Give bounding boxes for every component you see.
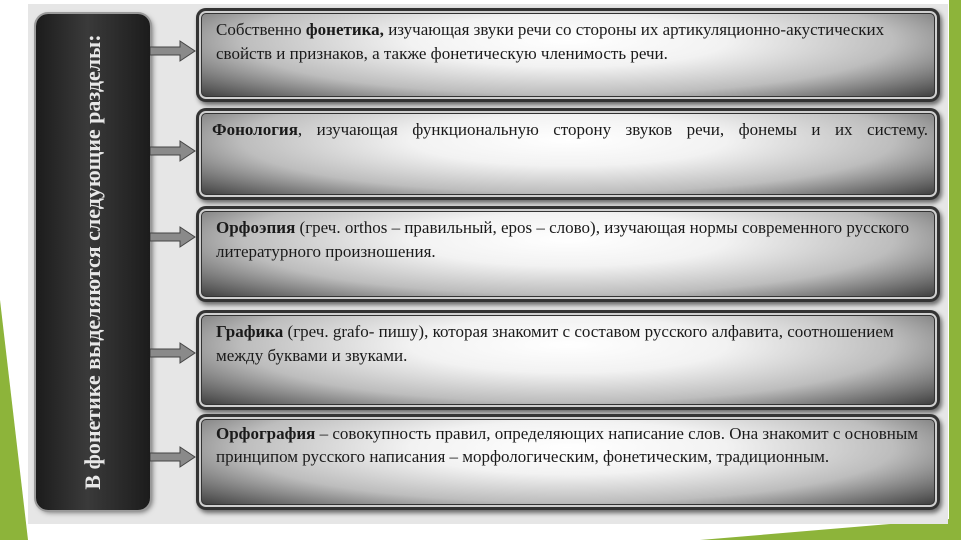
section-text: (греч. orthos – правильный, epos – слово… [216, 218, 910, 261]
arrow-icon [150, 40, 196, 62]
decor-green-left [0, 300, 28, 540]
section-text: – совокупность правил, определяющих напи… [216, 424, 919, 466]
section-text: , изучающая функциональную сторону звуко… [297, 120, 928, 139]
section-phonology: Фонология, изучающая функциональную стор… [196, 108, 940, 200]
section-term: Графика [216, 322, 284, 341]
section-graphics: Графика (греч. grafo- пишу), которая зна… [196, 310, 940, 410]
arrow-icon [150, 342, 196, 364]
arrow-icon [150, 226, 196, 248]
arrow-icon [150, 446, 196, 468]
section-orthography: Орфография – совокупность правил, опреде… [196, 414, 940, 510]
heading-box: В фонетике выделяются следующие разделы: [36, 14, 150, 510]
section-text: (греч. grafo- пишу), которая знакомит с … [216, 322, 894, 365]
section-term: Орфоэпия [216, 218, 296, 237]
section-pre: Собственно [216, 20, 306, 39]
section-phonetics: Собственно фонетика, изучающая звуки реч… [196, 8, 940, 102]
arrow-icon [150, 140, 196, 162]
section-term: Фонология [212, 120, 298, 139]
heading-text: В фонетике выделяются следующие разделы: [80, 34, 105, 490]
section-term: фонетика, [305, 20, 384, 39]
section-text: изучающая звуки речи со стороны их артик… [216, 20, 885, 63]
section-orthoepy: Орфоэпия (греч. orthos – правильный, epo… [196, 206, 940, 302]
section-term: Орфография [216, 424, 316, 443]
decor-green-right [949, 0, 961, 540]
